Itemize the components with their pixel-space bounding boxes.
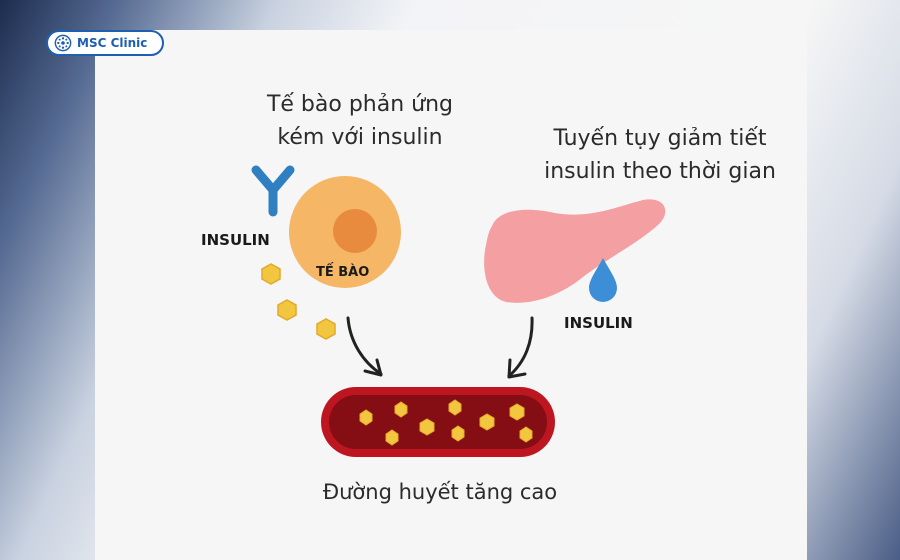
glucose-hexagon (261, 263, 281, 285)
glucose-hexagon (509, 403, 525, 421)
cell-nucleus (333, 209, 377, 253)
glucose-hexagon (448, 399, 462, 416)
glucose-hexagon (419, 418, 435, 436)
glucose-hexagon (451, 425, 465, 442)
insulin-receptor-icon (251, 165, 295, 217)
left-caption-line1: Tế bào phản ứng (266, 92, 454, 117)
msc-clinic-logo[interactable]: MSC Clinic (46, 30, 164, 56)
glucose-hexagon (394, 401, 408, 418)
logo-mark-icon (54, 34, 72, 52)
glucose-hexagon (359, 409, 373, 426)
right-caption: Tuyến tụy giảm tiết insulin theo thời gi… (530, 122, 790, 188)
right-caption-line2: insulin theo thời gian (544, 159, 776, 184)
logo-text: MSC Clinic (77, 36, 148, 50)
arrow-left-icon (346, 316, 383, 377)
left-caption: Tế bào phản ứng kém với insulin (250, 88, 470, 154)
bottom-caption: Đường huyết tăng cao (322, 480, 558, 504)
insulin-label-left: INSULIN (201, 231, 270, 249)
pancreas-shape (484, 199, 666, 303)
glucose-hexagon (316, 318, 336, 340)
glucose-hexagon (519, 426, 533, 443)
insulin-drop-icon (589, 258, 617, 302)
glucose-hexagon (479, 413, 495, 431)
insulin-label-right: INSULIN (564, 314, 633, 332)
glucose-hexagon (277, 299, 297, 321)
cell-label: TẾ BÀO (316, 265, 370, 280)
left-caption-line2: kém với insulin (277, 125, 443, 150)
glucose-molecules-vessel (359, 399, 533, 446)
glucose-hexagon (385, 429, 399, 446)
right-caption-line1: Tuyến tụy giảm tiết (553, 126, 767, 151)
blood-vessel-lumen (329, 395, 547, 449)
diagram-panel (95, 30, 807, 560)
arrow-right-icon (507, 316, 534, 379)
glucose-molecules-left (261, 263, 336, 340)
